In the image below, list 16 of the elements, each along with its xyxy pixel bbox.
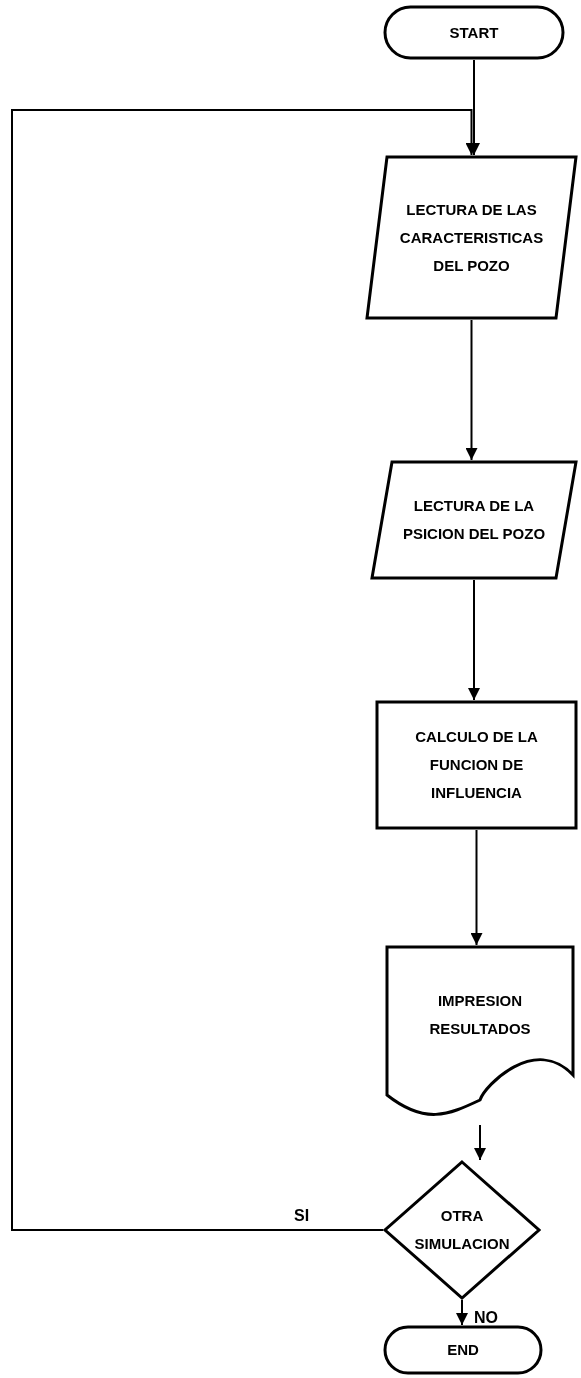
node-label: OTRA SIMULACION [413, 1206, 511, 1254]
node-label: START [449, 22, 499, 43]
node-label: CALCULO DE LA FUNCION DE INFLUENCIA [414, 727, 539, 803]
arrow [468, 579, 480, 701]
node-label: IMPRESION RESULTADOS [428, 991, 532, 1039]
arrow [470, 829, 483, 946]
process-box [375, 700, 578, 830]
node-label: END [447, 1340, 479, 1360]
arrow [465, 319, 478, 461]
arrow [456, 1299, 468, 1326]
decision-diamond [383, 1160, 541, 1300]
node-label: LECTURA DE LAS CARACTERISTICAS DEL POZO [398, 199, 545, 276]
input-parallelogram [365, 155, 578, 320]
input-parallelogram [370, 460, 578, 580]
arrow [474, 1124, 486, 1161]
node-label: LECTURA DE LA PSICION DEL POZO [401, 496, 547, 544]
